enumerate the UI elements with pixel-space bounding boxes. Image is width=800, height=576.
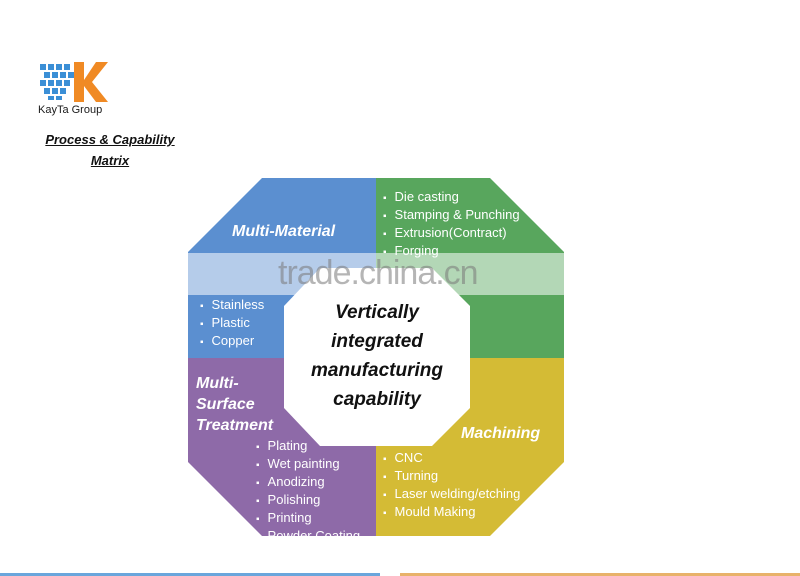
document-title-line2: Matrix [90,153,130,168]
list-item: Plating [256,438,360,456]
document-title-line1: Process & Capability [45,132,175,147]
list-item: Wet painting [256,456,360,474]
center-caption: Vertically integrated manufacturing capa… [287,298,467,414]
quadrant-title-surface-treatment: Multi- Surface Treatment [196,373,273,436]
center-octagon [284,268,470,446]
center-line: capability [333,389,421,410]
list-item: Forging [383,243,561,261]
list-item: Anodizing [256,474,360,492]
multi-material-list: Stainless Plastic Copper [200,297,265,351]
list-item: Copper [200,333,264,351]
list-item: CNC [383,450,561,468]
footer-divider-right [400,573,800,576]
list-item: Mould Making [383,504,561,522]
list-item: Turning [383,468,561,486]
forming-list: Die casting Stamping & Punching Extrusio… [383,189,561,261]
machining-list: CNC Turning Laser welding/etching Mould … [383,450,561,522]
center-line: integrated [331,331,423,352]
center-line: Vertically [335,302,419,323]
document-title: Process & Capability Matrix [30,129,190,171]
list-item: Powder Coating [256,528,361,546]
title-line: Surface [196,396,255,413]
footer-divider-left [0,573,380,576]
list-item: Stamping & Punching [383,207,561,225]
list-item: Laser welding/etching [383,486,561,504]
list-item: Extrusion(Contract) [383,225,561,243]
title-line: Multi- [196,375,239,392]
quadrant-title-multi-material: Multi-Material [232,223,336,240]
list-item: Plastic [200,315,264,333]
center-line: manufacturing [311,360,443,381]
list-item: Die casting [383,189,561,207]
title-line: Treatment [196,417,274,434]
list-item: Printing [256,510,360,528]
list-item: Polishing [256,492,360,510]
surface-treatment-list: Plating Wet painting Anodizing Polishing… [256,438,361,546]
logo-text: KayTa Group [38,104,103,116]
kayta-logo [40,62,108,102]
quadrant-title-machining: Machining [461,425,541,442]
list-item: Stainless [200,297,265,315]
